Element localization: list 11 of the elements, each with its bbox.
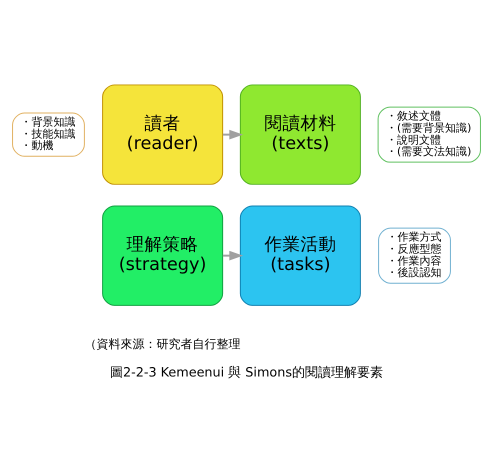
label: （資料來源：研究者自行整理 [84, 336, 241, 351]
caption: 圖2-2-3 Kemeenui 與 Simons的閱讀理解要素 [110, 366, 384, 381]
node-box: 讀者 (reader) [102, 84, 224, 185]
node-box: ・背景知識 ・技能知識 ・動機 [12, 112, 85, 157]
arrow [222, 250, 244, 260]
node-box: 作業活動 (tasks) [240, 205, 361, 306]
node-box: ・作業方式 ・反應型態 ・作業內容 ・後設認知 [378, 228, 451, 284]
node-box: 閱讀材料 (texts) [240, 84, 361, 185]
node-box: ・敘述文體 ・(需要背景知識) ・說明文體 ・(需要文法知識) [378, 106, 481, 163]
node-box: 理解策略 (strategy) [102, 205, 224, 306]
arrow [222, 130, 244, 140]
